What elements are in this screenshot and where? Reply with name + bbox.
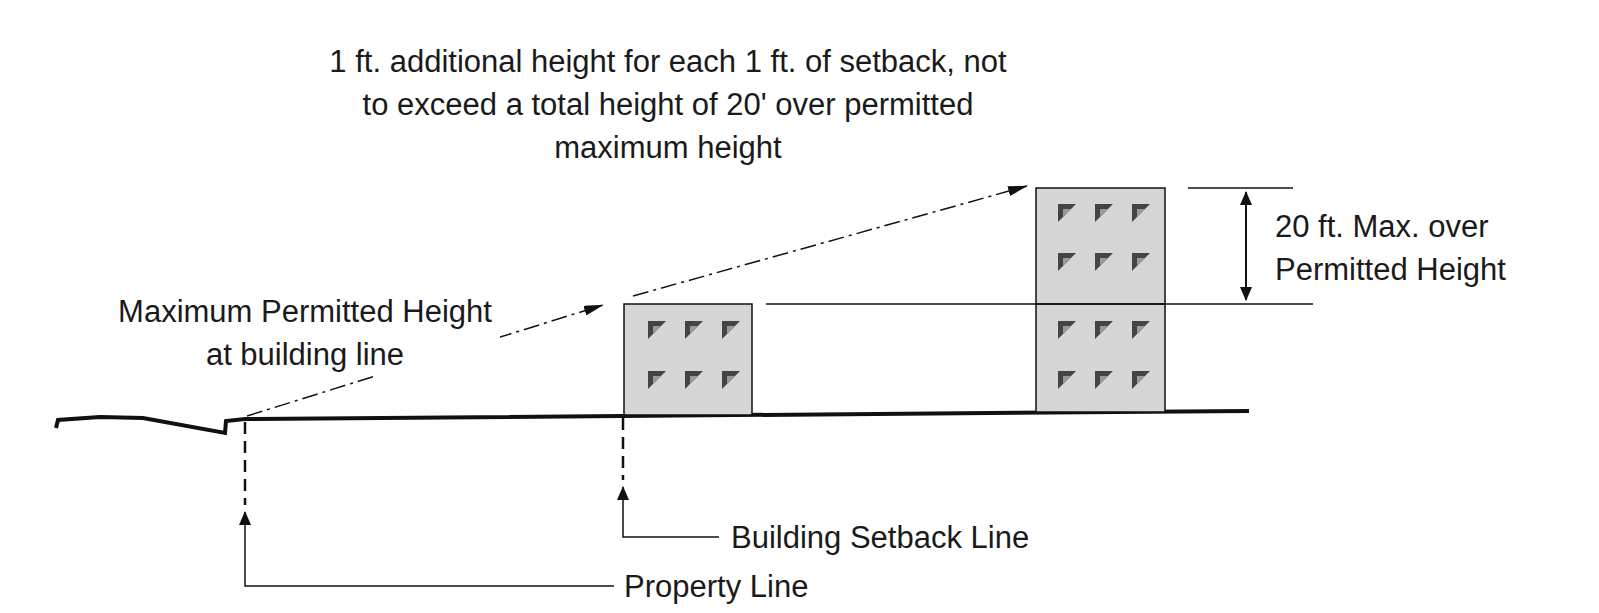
window-icon: [1095, 204, 1113, 222]
window-icon: [1058, 204, 1076, 222]
max-height-label: Maximum Permitted Height at building lin…: [110, 290, 500, 376]
window-icon: [1132, 321, 1150, 339]
window-icon: [685, 321, 703, 339]
slope-arrow: [633, 186, 1027, 296]
building-small: [624, 304, 752, 415]
property-label: Property Line: [624, 565, 808, 608]
window-icon: [648, 371, 666, 389]
dimension-arrow: [1245, 192, 1247, 300]
window-icon: [1132, 253, 1150, 271]
window-icon: [1058, 253, 1076, 271]
window-icon: [722, 371, 740, 389]
window-icon: [685, 371, 703, 389]
setback-line: [622, 418, 625, 480]
window-icon: [1095, 253, 1113, 271]
window-icon: [648, 321, 666, 339]
window-icon: [1058, 371, 1076, 389]
setback-label: Building Setback Line: [731, 516, 1029, 559]
leader-line: [623, 487, 719, 537]
window-icon: [1132, 371, 1150, 389]
height-line: [1188, 187, 1293, 189]
rule-note: 1 ft. additional height for each 1 ft. o…: [318, 40, 1018, 169]
height-line: [766, 303, 1313, 305]
window-icon: [1095, 321, 1113, 339]
window-icon: [722, 321, 740, 339]
leader-line: [245, 512, 614, 586]
dimension-label: 20 ft. Max. over Permitted Height: [1275, 205, 1585, 291]
window-icon: [1095, 371, 1113, 389]
building-tall: [1036, 188, 1165, 412]
window-icon: [1058, 321, 1076, 339]
property-line: [244, 422, 247, 505]
window-icon: [1132, 204, 1150, 222]
windows: [648, 204, 1150, 389]
